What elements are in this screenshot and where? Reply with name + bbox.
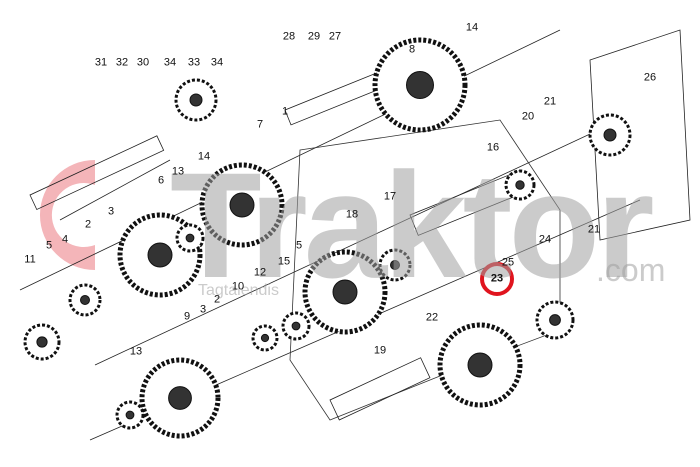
- part-number-label: 11: [24, 253, 36, 266]
- part-number-label: 28: [282, 30, 296, 43]
- part-number-label: 18: [345, 208, 359, 221]
- part-number-label: 4: [61, 233, 69, 246]
- part-number-label: 27: [328, 30, 342, 43]
- logo-mark: [39, 160, 95, 271]
- part-number-label: 14: [197, 150, 211, 163]
- gear-part: [175, 223, 205, 253]
- gear-part: [251, 324, 279, 352]
- gear-part: [302, 249, 388, 335]
- part-number-label: 6: [157, 174, 165, 187]
- gear-part: [535, 300, 575, 340]
- part-number-label: 25: [501, 256, 515, 269]
- part-number-label: 3: [199, 303, 207, 316]
- part-number-label: 14: [465, 21, 479, 34]
- gear-part: [139, 357, 221, 439]
- highlight-ring: [480, 262, 514, 296]
- part-number-label: 29: [307, 30, 321, 43]
- gear-part: [437, 322, 523, 408]
- part-number-label: 34: [163, 56, 177, 69]
- gear-part: [23, 323, 61, 361]
- part-number-label: 30: [136, 56, 150, 69]
- gear-part: [281, 311, 311, 341]
- part-number-label: 22: [425, 311, 439, 324]
- part-number-label: 3: [107, 205, 115, 218]
- part-number-label: 1: [281, 105, 289, 118]
- gear-part: [68, 283, 102, 317]
- part-number-label: 12: [253, 266, 267, 279]
- part-number-label: 31: [94, 56, 108, 69]
- part-number-label: 21: [543, 95, 557, 108]
- gear-part: [115, 400, 145, 430]
- part-number-label: 15: [277, 255, 291, 268]
- part-number-label: 32: [115, 56, 129, 69]
- part-number-label: 5: [295, 239, 303, 252]
- part-number-label: 7: [256, 118, 264, 131]
- part-number-label: 17: [383, 190, 397, 203]
- gear-part: [199, 162, 285, 248]
- part-number-label: 8: [408, 43, 416, 56]
- gear-part: [372, 37, 468, 133]
- part-number-label: 10: [231, 280, 245, 293]
- part-number-label: 24: [538, 233, 552, 246]
- part-number-label: 5: [45, 239, 53, 252]
- part-number-label: 26: [643, 71, 657, 84]
- gear-part: [378, 248, 412, 282]
- part-number-label: 21: [587, 223, 601, 236]
- part-number-label: 2: [213, 293, 221, 306]
- part-number-label: 34: [210, 56, 224, 69]
- part-number-label: 13: [171, 165, 185, 178]
- part-number-label: 9: [183, 310, 191, 323]
- part-number-label: 13: [129, 345, 143, 358]
- part-number-label: 23: [490, 272, 504, 285]
- watermark-subtext: Tagtalendis: [198, 282, 279, 299]
- part-number-label: 33: [187, 56, 201, 69]
- part-number-label: 16: [486, 141, 500, 154]
- watermark-suffix: .com: [596, 252, 666, 288]
- watermark-brand: Traktor: [170, 141, 655, 309]
- part-number-label: 19: [373, 344, 387, 357]
- gear-part: [588, 113, 632, 157]
- gear-part: [504, 169, 536, 201]
- gear-part: [174, 78, 218, 122]
- part-number-label: 2: [84, 218, 92, 231]
- part-number-label: 20: [521, 110, 535, 123]
